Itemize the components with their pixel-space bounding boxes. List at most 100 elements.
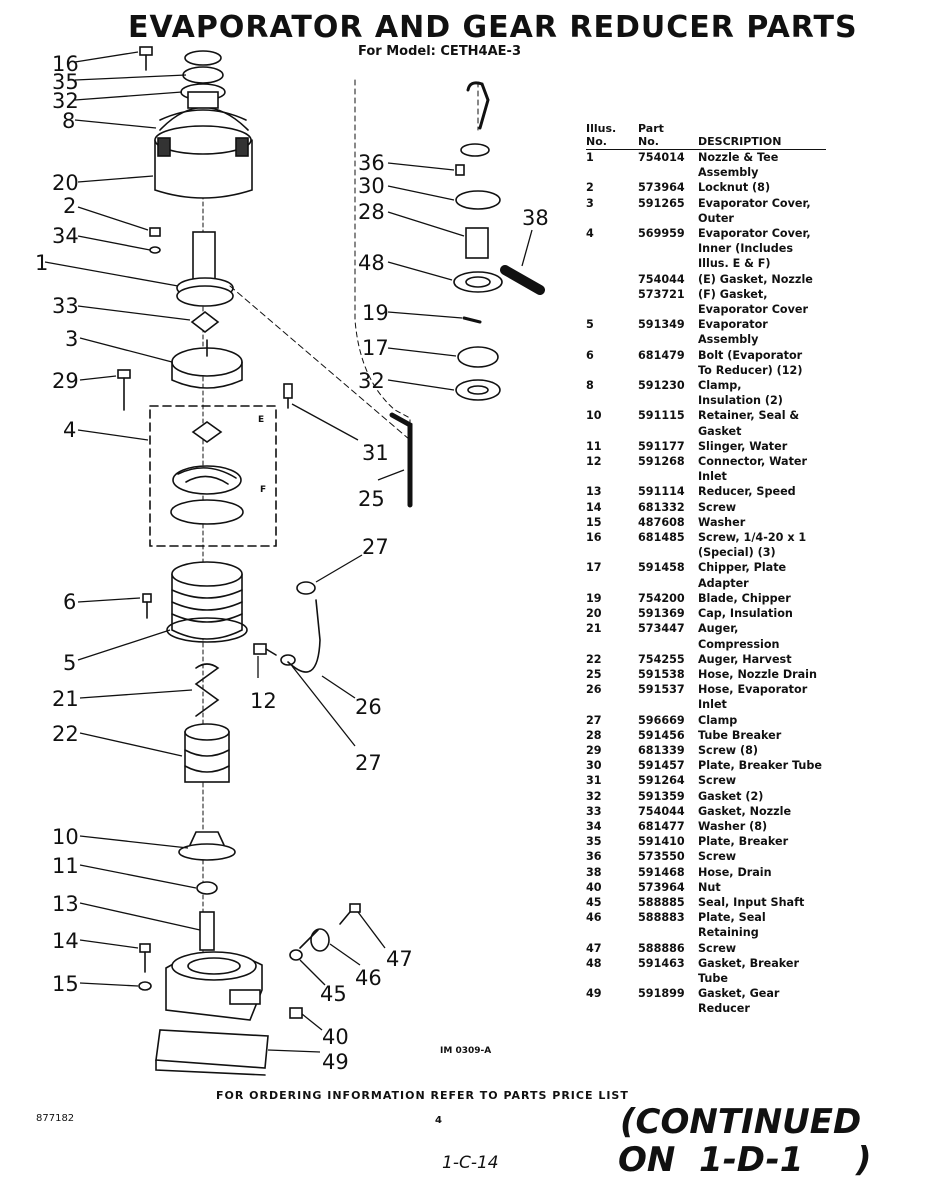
description-cell: Retainer, Seal &Gasket <box>698 408 826 438</box>
screw-36 <box>455 164 465 176</box>
description-cell: Slinger, Water <box>698 439 826 454</box>
illus-no-cell: 36 <box>586 850 602 864</box>
callout-13: 13 <box>52 892 79 916</box>
part-no-cell: 681332 <box>638 500 685 514</box>
clamp-27-bottom <box>280 654 296 666</box>
part-no-cell: 591177 <box>638 439 685 453</box>
gasket-32-bottom <box>455 379 501 401</box>
insulation-cap-20 <box>154 139 253 199</box>
illus-no-cell: 45 <box>586 895 602 909</box>
illus-no-cell: 13 <box>586 485 602 499</box>
callout-27-top: 27 <box>362 535 389 559</box>
callout-11: 11 <box>52 854 79 878</box>
callout-48: 48 <box>358 251 385 275</box>
illus-no-cell: 8 <box>586 379 594 393</box>
description-cell: Screw <box>698 500 826 515</box>
callout-1: 1 <box>35 251 48 275</box>
part-no-cell: 754200 <box>638 591 685 605</box>
description-line: Auger, <box>698 622 739 636</box>
illus-no-cell: 14 <box>586 500 602 514</box>
description-cell: Screw <box>698 773 826 788</box>
callout-27-bottom: 27 <box>355 751 382 775</box>
description-cell: (E) Gasket, Nozzle <box>698 272 826 287</box>
callout-28: 28 <box>358 200 385 224</box>
description-line: Gasket, Gear <box>698 987 780 1001</box>
inner-cover-4-box <box>149 405 277 547</box>
description-cell: Hose, Nozzle Drain <box>698 667 826 682</box>
callout-5: 5 <box>63 651 76 675</box>
callout-3: 3 <box>65 327 78 351</box>
description-line: Clamp, <box>698 379 742 393</box>
callout-35: 35 <box>52 70 79 94</box>
chipper-plate-17 <box>457 346 499 368</box>
illus-no-cell: 16 <box>586 531 602 545</box>
callout-21: 21 <box>52 687 79 711</box>
callout-32-right: 32 <box>358 369 385 393</box>
description-line: Evaporator Cover, <box>698 196 811 210</box>
illus-no-cell: 22 <box>586 652 602 666</box>
illus-no-cell: 6 <box>586 348 594 362</box>
washer-34 <box>149 246 161 254</box>
table-row: 754044(E) Gasket, Nozzle <box>586 272 826 287</box>
description-line: Bolt (Evaporator <box>698 348 803 362</box>
part-no-cell: 681339 <box>638 743 685 757</box>
description-cell: Washer <box>698 515 826 530</box>
description-line: Hose, Nozzle Drain <box>698 667 817 681</box>
callout-36: 36 <box>358 151 385 175</box>
description-line: Screw <box>698 850 737 864</box>
illus-no-cell: 3 <box>586 196 594 210</box>
gasket-35 <box>184 50 222 66</box>
part-no-cell: 588883 <box>638 911 685 925</box>
slinger-11 <box>196 881 218 895</box>
part-no-cell: 681479 <box>638 348 685 362</box>
part-no-cell: 591463 <box>638 956 685 970</box>
description-line: Retainer, Seal & <box>698 409 800 423</box>
illus-no-cell: 17 <box>586 561 602 575</box>
description-line: Gasket <box>698 424 742 438</box>
column-header-description: DESCRIPTION <box>698 122 826 150</box>
part-no-cell: 591899 <box>638 987 685 1001</box>
description-line: Adapter <box>698 576 749 590</box>
description-cell: Evaporator Cover,Outer <box>698 196 826 226</box>
description-cell: Hose, Drain <box>698 865 826 880</box>
description-cell: (F) Gasket,Evaporator Cover <box>698 287 826 317</box>
description-line: Connector, Water <box>698 455 808 469</box>
illus-no-cell: 47 <box>586 941 602 955</box>
part-no-cell: 573447 <box>638 622 685 636</box>
illus-no-cell: 21 <box>586 622 602 636</box>
evaporator-assembly-5 <box>171 573 243 640</box>
top-screw-16 <box>139 46 153 71</box>
description-line: Illus. E & F) <box>698 257 771 271</box>
description-cell: Clamp,Insulation (2) <box>698 378 826 408</box>
page-number: 4 <box>435 1115 442 1126</box>
illus-no-cell: 35 <box>586 835 602 849</box>
callout-6: 6 <box>63 590 76 614</box>
gasket-breaker-tube-48 <box>453 271 503 293</box>
description-line: Auger, Harvest <box>698 652 792 666</box>
plate-breaker-tube-30 <box>455 190 501 210</box>
column-header-part-no: Part No. <box>638 122 698 150</box>
handwritten-continued-line1: (CONTINUED <box>620 1102 862 1142</box>
illus-no-cell: 15 <box>586 515 602 529</box>
part-no-cell: 591264 <box>638 774 685 788</box>
part-no-cell: 754044 <box>638 804 685 818</box>
callout-E: E <box>258 415 264 425</box>
illus-no-cell: 27 <box>586 713 602 727</box>
plate-seal-46 <box>310 928 330 952</box>
illus-no-cell: 2 <box>586 181 594 195</box>
description-cell: Screw <box>698 941 826 956</box>
part-no-cell: 591538 <box>638 667 685 681</box>
